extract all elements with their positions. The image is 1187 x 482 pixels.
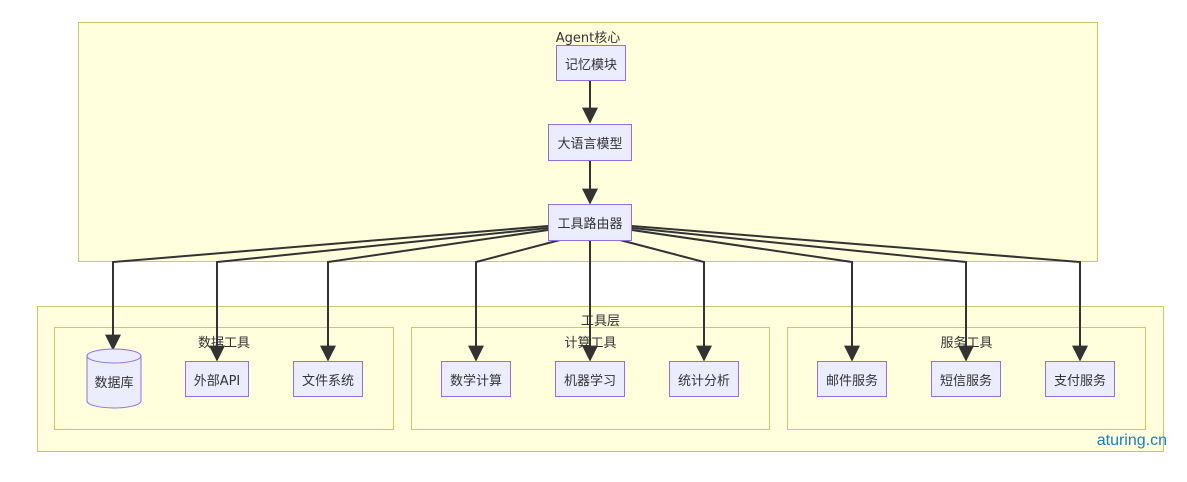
- node-ml: 机器学习: [555, 361, 625, 397]
- node-router: 工具路由器: [548, 204, 632, 241]
- node-memory: 记忆模块: [556, 45, 626, 81]
- node-email: 邮件服务: [817, 361, 887, 397]
- agent-core-title: Agent核心: [555, 31, 621, 46]
- edge-router-file-system: [320, 229, 549, 362]
- node-payment: 支付服务: [1045, 361, 1115, 397]
- node-database: 数据库: [86, 348, 142, 410]
- edge-router-database: [105, 225, 549, 351]
- watermark: aturing.cn: [1096, 432, 1167, 449]
- edge-router-stats: [619, 239, 712, 362]
- edge-router-external-api: [209, 227, 549, 362]
- database-cylinder-icon: [86, 348, 142, 409]
- edge-router-math: [468, 239, 561, 362]
- edge-router-payment: [631, 225, 1088, 362]
- node-external-api: 外部API: [185, 361, 249, 397]
- node-stats: 统计分析: [669, 361, 739, 397]
- node-file-system: 文件系统: [293, 361, 363, 397]
- database-label: 数据库: [94, 376, 134, 391]
- edge-router-sms: [631, 227, 974, 362]
- node-sms: 短信服务: [931, 361, 1001, 397]
- node-math: 数学计算: [441, 361, 511, 397]
- edge-router-email: [631, 229, 860, 362]
- node-llm: 大语言模型: [548, 124, 632, 161]
